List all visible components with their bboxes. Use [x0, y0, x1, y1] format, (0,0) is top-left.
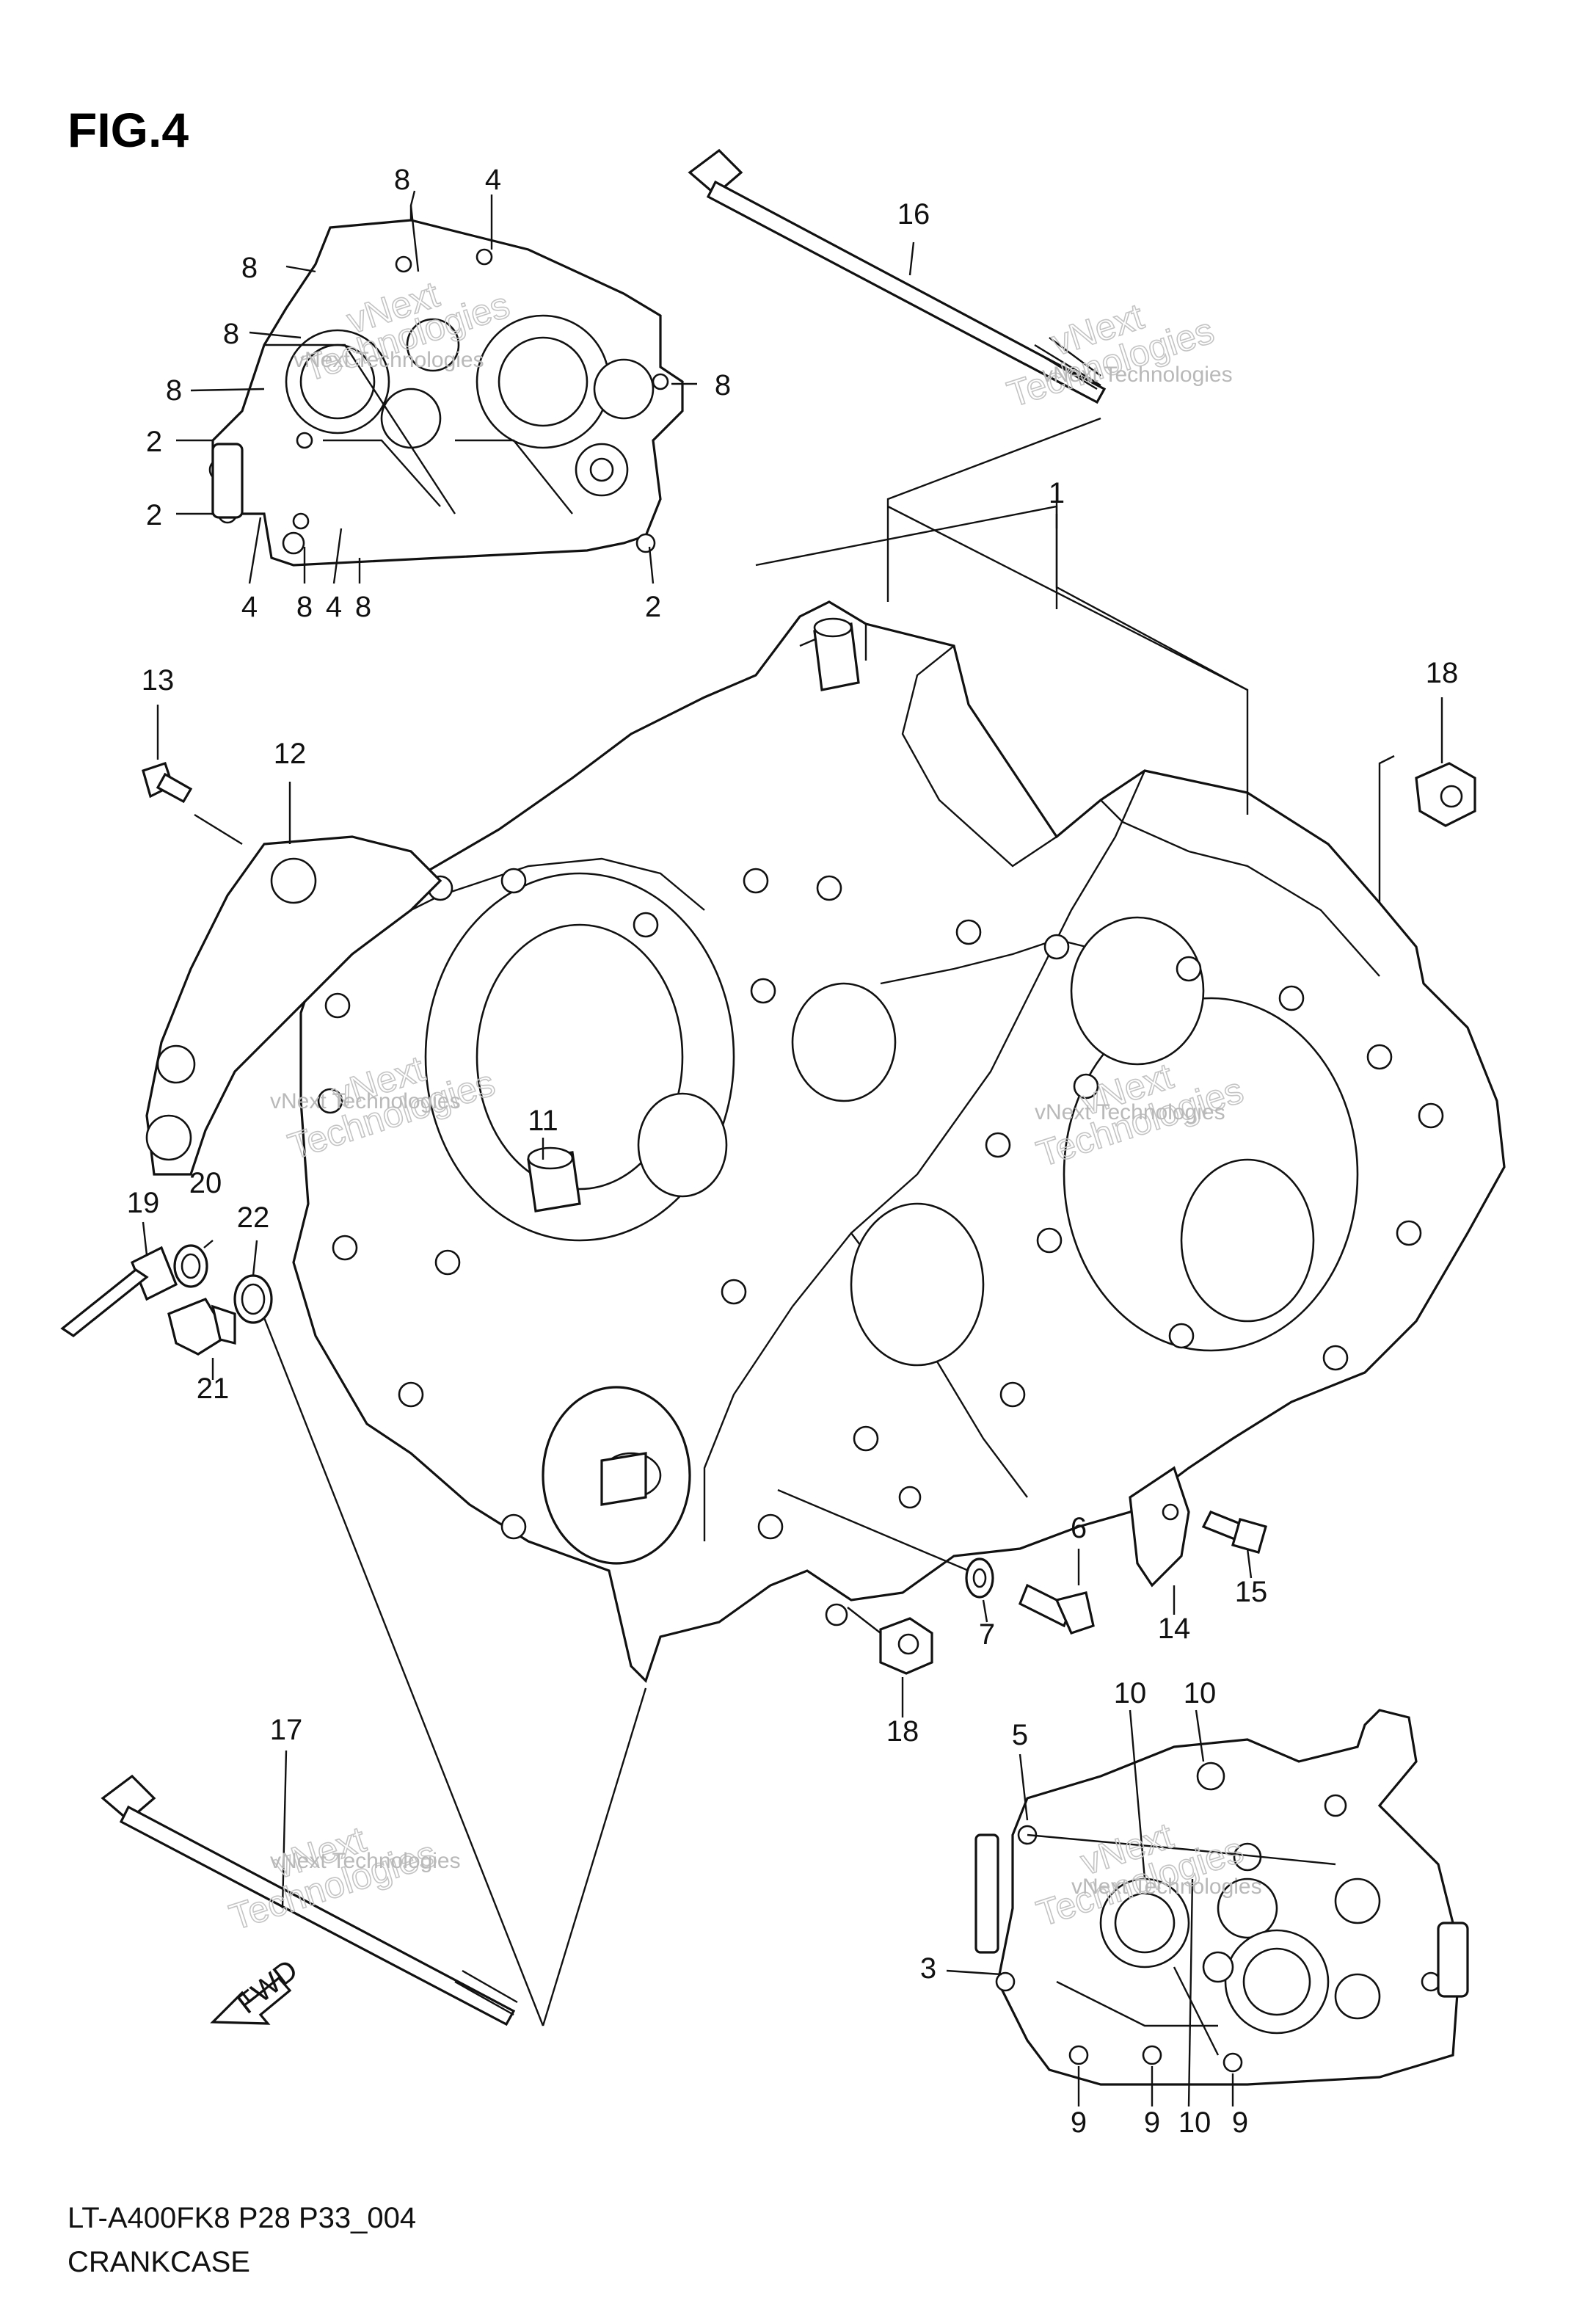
washer-7: [965, 1557, 994, 1599]
callout-2: 2: [645, 591, 661, 623]
callout-8: 8: [715, 369, 731, 401]
nut-18-bottom: [879, 1617, 933, 1675]
callout-19: 19: [127, 1187, 160, 1219]
callout-11: 11: [528, 1105, 558, 1137]
left-crankcase-inset: [208, 219, 684, 567]
callout-2: 2: [146, 426, 162, 458]
bolt-15: [1201, 1510, 1267, 1554]
watermark-small-6: vNext Technologies: [1071, 1875, 1262, 1899]
o-ring-20: [173, 1244, 208, 1288]
through-bolt-16: [688, 148, 1107, 404]
callout-8: 8: [166, 374, 182, 407]
callout-17: 17: [270, 1714, 303, 1746]
callout-20: 20: [189, 1167, 222, 1199]
assembly-group-bracket: [755, 417, 1395, 903]
watermark-small-2: vNext Technologies: [1042, 363, 1233, 387]
callout-10: 10: [1178, 2106, 1211, 2139]
callout-10: 10: [1114, 1677, 1147, 1709]
nut-18-top: [1415, 762, 1476, 827]
callout-18: 18: [886, 1715, 919, 1748]
callout-1: 1: [1049, 477, 1065, 509]
bolt-bosses: [317, 868, 1444, 1626]
right-inset-leaders: [946, 1709, 1234, 2107]
callout-12: 12: [274, 738, 307, 770]
gasket-22: [233, 1274, 273, 1324]
bolt-13: [142, 761, 243, 846]
callout-4: 4: [326, 591, 342, 623]
bolt-6: [1018, 1583, 1095, 1635]
watermark-small-1: vNext Technologies: [294, 348, 484, 372]
watermark-small-5: vNext Technologies: [270, 1849, 461, 1873]
callout-9: 9: [1232, 2106, 1248, 2139]
callout-8: 8: [241, 252, 258, 284]
callout-8: 8: [223, 318, 239, 350]
callout-21: 21: [197, 1373, 230, 1405]
callout-16: 16: [897, 198, 930, 230]
callout-10: 10: [1184, 1677, 1217, 1709]
callout-22: 22: [237, 1202, 270, 1234]
section-name: CRANKCASE: [68, 2246, 250, 2278]
main-crankcase-assembly: [292, 600, 1506, 1683]
sensor-21: [167, 1298, 236, 1356]
forward-arrow-icon: FWD: [210, 1954, 304, 2025]
callout-2: 2: [146, 499, 162, 531]
sensor-19: [60, 1246, 178, 1337]
callout-7: 7: [979, 1618, 995, 1651]
watermark-small-4: vNext Technologies: [1035, 1100, 1225, 1124]
through-bolt-17: [101, 1774, 518, 2026]
callout-13: 13: [142, 664, 175, 697]
model-code: LT-A400FK8 P28 P33_004: [68, 2202, 416, 2234]
callout-8: 8: [355, 591, 371, 623]
figure-title: FIG.4: [68, 103, 189, 157]
callout-4: 4: [241, 591, 258, 623]
callout-8: 8: [296, 591, 313, 623]
gasket-leader-fan: [255, 1298, 647, 2026]
callout-labels: 8 4 8 8 8 8 2 2 4 8 4 8 2 16 1 18 13 12 …: [127, 164, 1459, 2139]
plate-12: [145, 835, 442, 1176]
callout-9: 9: [1144, 2106, 1160, 2139]
callout-8: 8: [394, 164, 410, 196]
left-inset-leaders: [176, 190, 697, 584]
callout-6: 6: [1071, 1512, 1087, 1544]
callout-5: 5: [1012, 1719, 1028, 1751]
callout-4: 4: [485, 164, 501, 196]
callout-14: 14: [1158, 1613, 1191, 1645]
callout-3: 3: [920, 1952, 936, 1985]
callout-18: 18: [1426, 657, 1459, 689]
callout-9: 9: [1071, 2106, 1087, 2139]
watermark-small-3: vNext Technologies: [270, 1089, 461, 1113]
callout-15: 15: [1235, 1576, 1268, 1608]
right-crankcase-inset: [974, 1709, 1469, 2086]
bracket-14: [1129, 1466, 1190, 1588]
